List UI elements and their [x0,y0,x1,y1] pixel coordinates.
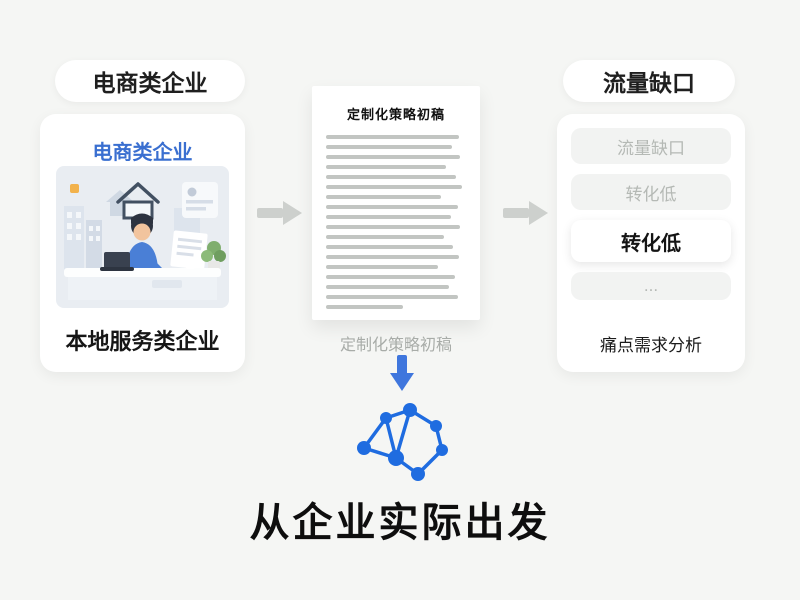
enterprise-card-title: 电商类企业 [92,142,193,164]
traffic-gap-pill: 流量缺口 [563,60,735,102]
office-illustration [56,166,229,308]
enterprise-card-caption: 本地服务类企业 [65,329,220,354]
profile-card-icon [182,182,218,218]
strategy-document-caption: 定制化策略初稿 [339,337,452,354]
headline: 从企业实际出发 [249,501,551,545]
ecommerce-pill-label: 电商类企业 [92,70,208,96]
pain-point-item-selected: 转化低 [571,220,731,262]
desk-icon [64,268,221,300]
arrow-down-icon [390,355,414,391]
doc-lines [326,135,466,309]
plant-icon [201,241,226,271]
cup-icon [186,261,195,269]
pain-points-card-caption: 痛点需求分析 [600,336,702,355]
accent-square [70,184,79,193]
pain-point-item: 转化低 [571,174,731,210]
laptop-icon [100,252,134,271]
arrow-right-icon [503,201,548,225]
strategy-document-title: 定制化策略初稿 [346,107,445,122]
network-graph-icon [357,403,448,481]
enterprise-card: 电商类企业 [40,114,245,372]
office-illustration-svg [56,166,229,308]
ecommerce-pill: 电商类企业 [55,60,245,102]
pain-point-item: 流量缺口 [571,128,731,164]
traffic-gap-pill-label: 流量缺口 [603,70,695,96]
pain-point-item-more: ... [571,272,731,300]
presentation-board-icon [170,230,208,270]
arrow-right-icon [257,201,302,225]
strategy-document: 定制化策略初稿 [312,86,480,320]
pain-points-card: 流量缺口 转化低 转化低 ... 痛点需求分析 [557,114,745,372]
